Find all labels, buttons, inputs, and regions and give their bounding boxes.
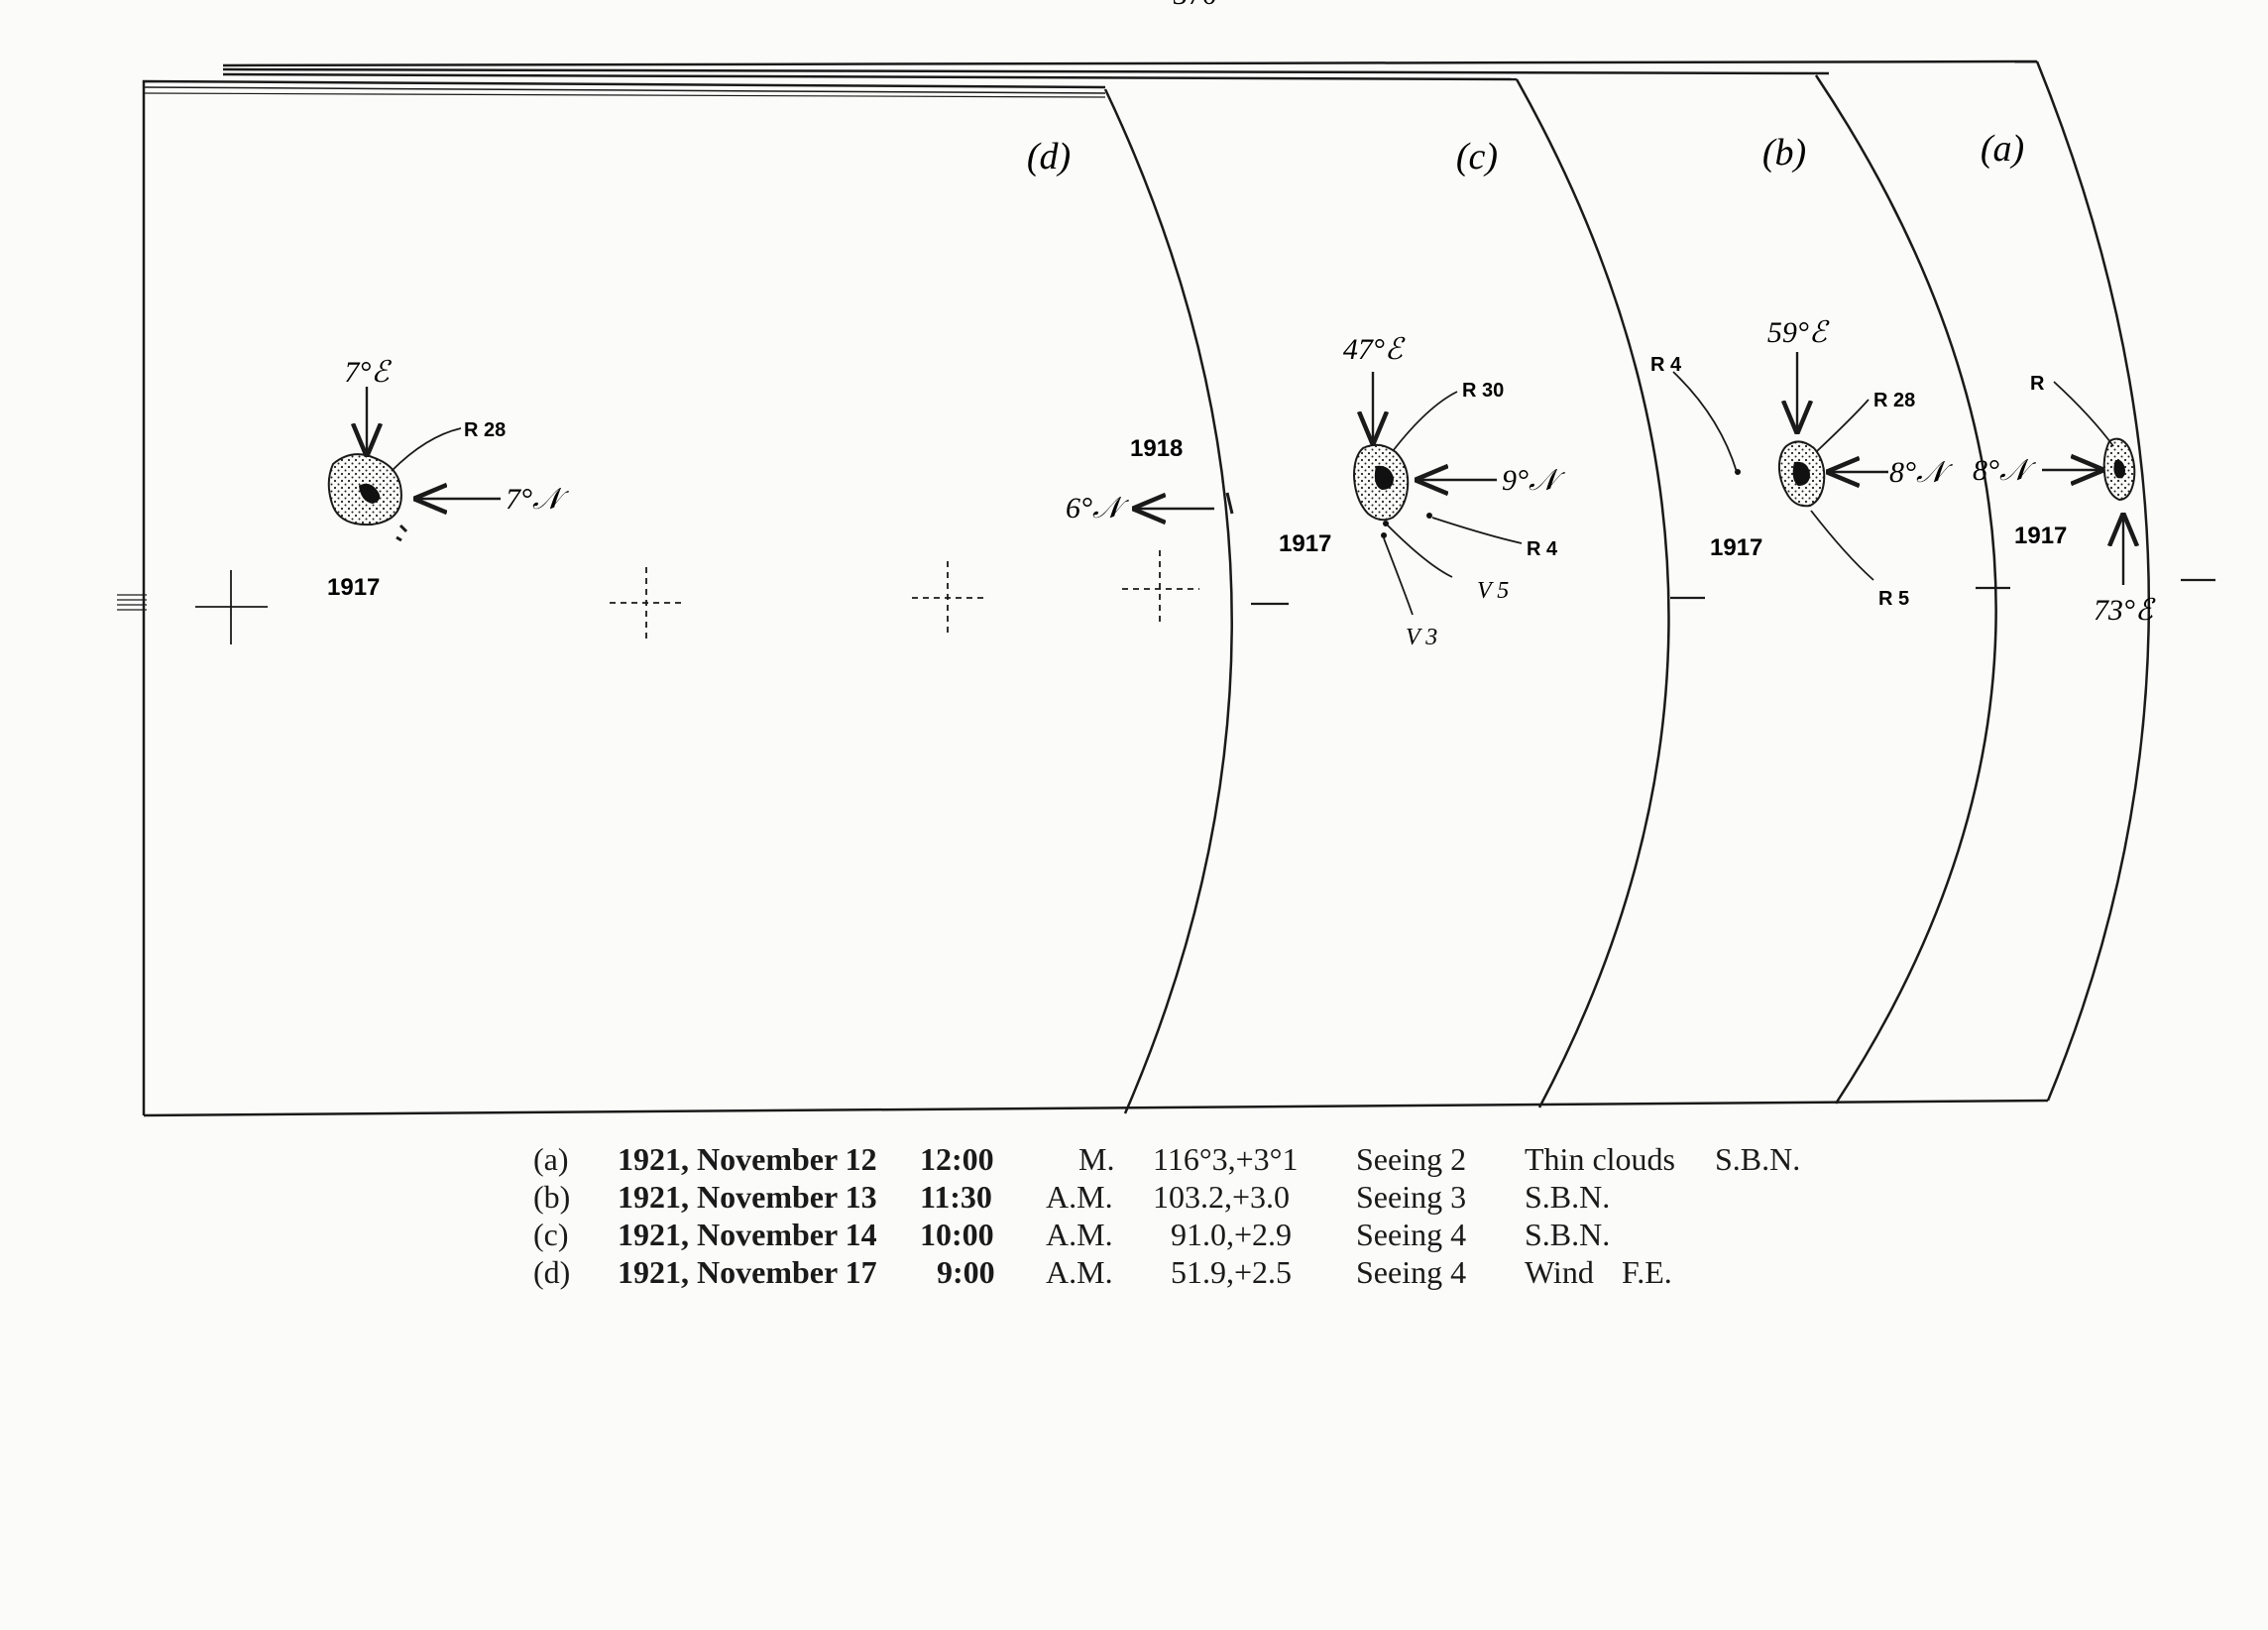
panel-label-a: (a) — [1981, 128, 2024, 170]
caption-coords: 116°3,+3°1 — [1153, 1141, 1299, 1177]
region-label-d: R 28 — [464, 419, 506, 441]
lat2-label-d: 6°𝒩 — [1066, 492, 1130, 524]
limb-b — [1814, 74, 1997, 1105]
group-label-b: 1917 — [1710, 534, 1762, 561]
panel-labels: (d) (c) (b) (a) — [1027, 128, 2024, 177]
caption-coords: 91.0,+2.9 — [1171, 1217, 1293, 1252]
region-r5-b: R 5 — [1878, 588, 1909, 610]
caption-ampm: A.M. — [1046, 1217, 1113, 1252]
lat-label-a: 8°𝒩 — [1973, 454, 2037, 487]
limb-a — [2035, 60, 2150, 1102]
caption-observer: S.B.N. — [1715, 1141, 1801, 1177]
caption-date: 1921, November 14 — [618, 1217, 877, 1252]
group-label-d: 1917 — [327, 574, 380, 601]
umbra-b — [1792, 461, 1810, 486]
caption-seeing: Seeing 2 — [1356, 1141, 1467, 1177]
caption-time: 11:30 — [920, 1179, 992, 1215]
caption-id: (c) — [533, 1217, 569, 1252]
centre-crosses — [195, 550, 1199, 644]
caption-date: 1921, November 17 — [618, 1254, 877, 1290]
lon-label-c: 47°ℰ — [1343, 333, 1406, 366]
caption-observer: F.E. — [1622, 1254, 1672, 1290]
caption-seeing: Seeing 4 — [1356, 1217, 1467, 1252]
caption-id: (b) — [533, 1179, 571, 1215]
caption-date: 1921, November 12 — [618, 1141, 877, 1177]
solar-limbs — [1103, 60, 2150, 1114]
caption-seeing: Seeing 3 — [1356, 1179, 1467, 1215]
lat-label-c: 9°𝒩 — [1502, 464, 1566, 497]
lon-label-a: 73°ℰ — [2094, 594, 2156, 627]
solar-drawing: 370 (d) (c) (b) (a) — [117, 0, 2215, 1117]
caption-row-a: (a) 1921, November 12 12:00 M. 116°3,+3°… — [533, 1140, 1800, 1517]
equator-ticks — [1251, 578, 2215, 606]
v3-label-c: V 3 — [1406, 625, 1437, 650]
solar-drawing-figure: 370 (d) (c) (b) (a) — [117, 0, 2215, 1117]
caption-coords: 51.9,+2.5 — [1171, 1254, 1293, 1290]
plate-frame — [117, 59, 2049, 1117]
region-r4-b: R 4 — [1650, 354, 1682, 376]
limb-c — [1515, 78, 1670, 1108]
caption-row-c: (c) 1921, November 14 10:00 A.M. 91.0,+2… — [533, 1216, 1610, 1555]
panel-label-d: (d) — [1027, 136, 1071, 177]
panel-label-c: (c) — [1456, 136, 1498, 177]
caption-ampm: A.M. — [1046, 1179, 1113, 1215]
region-r28-b: R 28 — [1873, 390, 1915, 411]
caption-time: 12:00 — [920, 1141, 994, 1177]
umbra-d — [359, 483, 381, 504]
caption-note: S.B.N. — [1525, 1179, 1611, 1215]
caption-time: 9:00 — [937, 1254, 995, 1290]
group-1918-label: 1918 — [1130, 435, 1183, 462]
caption-row-d: (d) 1921, November 17 9:00 A.M. 51.9,+2.… — [533, 1253, 1672, 1630]
lat-label-b: 8°𝒩 — [1889, 456, 1954, 489]
caption-row-b: (b) 1921, November 13 11:30 A.M. 103.2,+… — [533, 1178, 1610, 1517]
panel-c-annotations: 47°ℰ 9°𝒩 R 30 R 4 V 5 V 3 1917 — [1279, 333, 1566, 650]
page-number: 370 — [1173, 0, 1217, 11]
v5-label-c: V 5 — [1477, 578, 1509, 604]
caption-note: Wind — [1525, 1254, 1594, 1290]
caption-time: 10:00 — [920, 1217, 994, 1252]
caption-note: S.B.N. — [1525, 1217, 1611, 1252]
caption-ampm: A.M. — [1046, 1254, 1113, 1290]
group-label-a: 1917 — [2014, 523, 2067, 549]
caption-coords: 103.2,+3.0 — [1153, 1179, 1291, 1215]
region-r-a: R — [2030, 373, 2045, 395]
group-label-c: 1917 — [1279, 530, 1331, 557]
panel-d-annotations: 7°ℰ 7°𝒩 R 28 1917 1918 6°𝒩 — [327, 356, 1234, 601]
lon-label-d: 7°ℰ — [344, 356, 392, 389]
caption-id: (d) — [533, 1254, 571, 1290]
caption-note: Thin clouds — [1525, 1141, 1675, 1177]
limb-d — [1103, 88, 1233, 1114]
panel-label-b: (b) — [1762, 132, 1806, 174]
umbra-c — [1374, 465, 1394, 490]
region-r4-c: R 4 — [1527, 538, 1558, 560]
caption-ampm: M. — [1078, 1141, 1115, 1177]
lon-label-b: 59°ℰ — [1767, 316, 1830, 349]
panel-a-annotations: 8°𝒩 73°ℰ R 1917 — [1973, 373, 2156, 627]
umbra-a — [2113, 459, 2125, 479]
caption-date: 1921, November 13 — [618, 1179, 877, 1215]
lat-label-d: 7°𝒩 — [506, 483, 570, 516]
region-r30-c: R 30 — [1462, 380, 1504, 402]
caption-seeing: Seeing 4 — [1356, 1254, 1467, 1290]
caption-id: (a) — [533, 1141, 569, 1177]
panel-b-annotations: 59°ℰ 8°𝒩 R 28 R 4 R 5 1917 — [1650, 316, 1954, 610]
